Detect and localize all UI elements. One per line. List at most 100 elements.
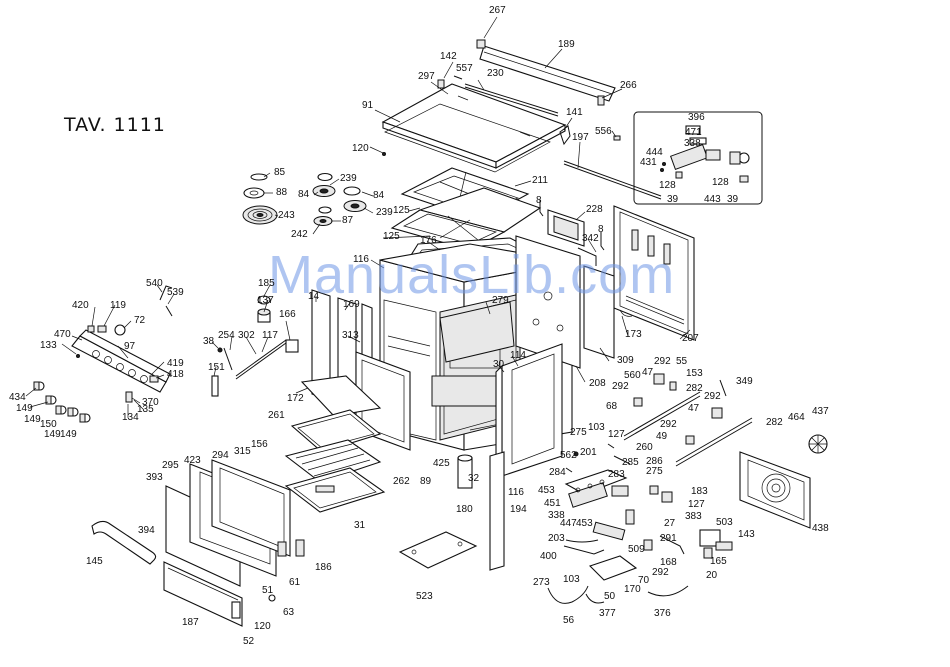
- part-number-label: 447: [560, 518, 577, 529]
- part-540: [159, 285, 173, 301]
- part-number-label: 444: [646, 147, 663, 158]
- part-number-label: 431: [640, 157, 657, 168]
- leader-lines: [25, 16, 691, 418]
- part-number-label: 14: [308, 291, 320, 302]
- part-number-label: 128: [659, 180, 676, 191]
- part-119: [97, 325, 107, 333]
- part-number-label: 451: [544, 498, 561, 509]
- part-number-label: 84: [298, 189, 310, 200]
- part-number-label: 283: [608, 469, 625, 480]
- part-number-label: 261: [268, 410, 285, 421]
- part-number-label: 61: [289, 577, 301, 588]
- part-number-label: 127: [688, 499, 705, 510]
- part-173: [619, 309, 633, 317]
- part-number-label: 443: [704, 194, 721, 205]
- part-number-label: 207: [682, 333, 699, 344]
- part-number-label: 286: [646, 456, 663, 467]
- part-number-label: 134: [122, 412, 139, 423]
- part-number-label: 194: [510, 504, 527, 515]
- part-number-label: 32: [468, 473, 480, 484]
- part-number-label: 266: [620, 80, 637, 91]
- part-number-label: 438: [812, 523, 829, 534]
- part-370: [125, 391, 133, 403]
- part-number-label: 103: [588, 422, 605, 433]
- part-number-label: 338: [684, 138, 701, 149]
- part-number-label: 114: [510, 350, 526, 361]
- part-151: [211, 375, 219, 397]
- part-number-label: 211: [532, 175, 548, 186]
- part-117: [235, 339, 287, 377]
- part-number-label: 203: [548, 533, 565, 544]
- part-number-label: 376: [654, 608, 671, 619]
- part-number-label: 142: [440, 51, 457, 62]
- part-number-label: 70: [638, 575, 650, 586]
- part-8b: [600, 232, 605, 251]
- part-number-label: 377: [599, 608, 616, 619]
- part-number-label: 30: [493, 359, 505, 370]
- part-number-label: 230: [487, 68, 504, 79]
- part-number-label: 539: [167, 287, 184, 298]
- part-number-label: 89: [420, 476, 432, 487]
- part-342: [577, 247, 597, 266]
- part-number-label: 393: [146, 472, 163, 483]
- part-number-label: 165: [710, 556, 727, 567]
- part-number-label: 133: [40, 340, 57, 351]
- part-number-label: 292: [612, 381, 629, 392]
- part-number-label: 168: [660, 557, 677, 568]
- part-number-label: 169: [343, 299, 360, 310]
- part-number-label: 470: [54, 329, 71, 340]
- part-number-label: 8: [598, 224, 604, 235]
- part-number-label: 560: [624, 370, 641, 381]
- gas-valve-inset-box: [633, 111, 763, 205]
- part-number-label: 282: [766, 417, 783, 428]
- part-number-label: 85: [274, 167, 286, 178]
- part-number-label: 103: [563, 574, 580, 585]
- part-number-label: 370: [142, 397, 159, 408]
- part-number-label: 292: [654, 356, 671, 367]
- part-number-label: 208: [589, 378, 606, 389]
- part-number-label: 125: [393, 205, 410, 216]
- part-number-label: 260: [636, 442, 653, 453]
- control-panel: [71, 329, 171, 393]
- part-116-door-frame: [495, 343, 563, 484]
- part-number-label: 279: [492, 295, 509, 306]
- part-number-label: 349: [736, 376, 753, 387]
- part-number-label: 137: [257, 295, 274, 306]
- part-number-label: 47: [642, 367, 654, 378]
- part-number-label: 228: [586, 204, 603, 215]
- part-number-label: 180: [456, 504, 473, 515]
- part-number-label: 338: [548, 510, 565, 521]
- part-number-label: 166: [279, 309, 296, 320]
- part-number-label: 284: [549, 467, 566, 478]
- part-309: [583, 265, 615, 359]
- part-number-label: 197: [572, 132, 589, 143]
- part-number-label: 149: [24, 414, 41, 425]
- part-number-label: 186: [315, 562, 332, 573]
- part-38: [217, 347, 223, 353]
- part-number-label: 39: [727, 194, 739, 205]
- part-number-label: 267: [489, 5, 506, 16]
- part-number-label: 464: [788, 412, 805, 423]
- terminal-block: [564, 469, 629, 508]
- part-number-label: 117: [262, 330, 278, 341]
- manualslib-watermark: ManualsLib.com: [268, 245, 676, 305]
- part-145-handle: [91, 520, 157, 565]
- part-number-label: 294: [212, 450, 229, 461]
- part-number-label: 119: [110, 300, 126, 311]
- part-number-label: 149: [60, 429, 77, 440]
- part-number-label: 88: [276, 187, 288, 198]
- part-number-label: 342: [582, 233, 599, 244]
- part-number-label: 285: [622, 457, 639, 468]
- part-number-label: 50: [604, 591, 616, 602]
- oven-trays-racks: [284, 409, 386, 513]
- part-number-label: 418: [167, 369, 184, 380]
- part-number-label: 394: [138, 525, 155, 536]
- part-number-label: 242: [291, 229, 308, 240]
- part-180-foot: [457, 454, 473, 489]
- part-number-label: 120: [352, 143, 369, 154]
- part-number-label: 557: [456, 63, 473, 74]
- part-number-label: 503: [716, 517, 733, 528]
- part-number-label: 68: [606, 401, 618, 412]
- part-number-label: 63: [283, 607, 295, 618]
- lower-element-parts: [563, 443, 733, 581]
